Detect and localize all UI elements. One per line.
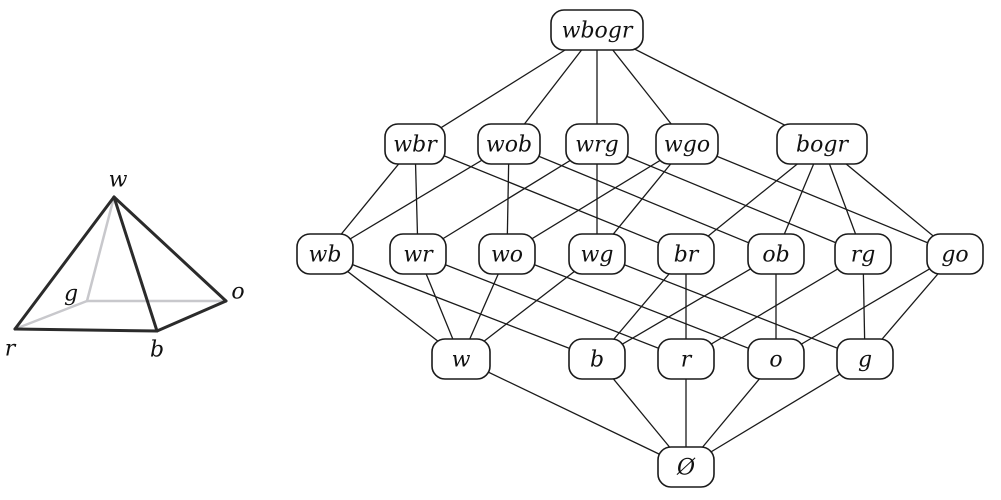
lattice-node-box	[834, 233, 892, 275]
lattice-node-wg: wg	[568, 233, 626, 275]
lattice-node-wb: wb	[296, 233, 354, 275]
lattice-edge-wr-r	[417, 253, 687, 360]
pyramid-edge-rb	[13, 327, 159, 333]
lattice-node-o: o	[747, 338, 805, 380]
lattice-node-box	[657, 338, 715, 380]
lattice-node-label: wob	[486, 133, 532, 158]
pyramid-edge-wb	[112, 195, 159, 333]
pyramid-figure: w g o r b	[5, 168, 245, 363]
lattice-node-g: g	[836, 338, 894, 380]
lattice-node-label: wg	[581, 243, 614, 268]
lattice-node-wbr: wbr	[384, 123, 446, 165]
lattice-node-br: br	[657, 233, 715, 275]
lattice-node-label: Ø	[676, 456, 696, 481]
lattice-node-r: r	[657, 338, 715, 380]
pyramid-edge-wo	[112, 195, 228, 303]
lattice-node-b: b	[568, 338, 626, 380]
lattice-edge-wgo-wo	[506, 143, 688, 255]
lattice-node-label: b	[590, 348, 604, 373]
pyramid-hidden-edge-gr	[13, 299, 89, 331]
lattice-node-label: wgo	[664, 133, 710, 158]
pyramid-vertex-label-g: g	[64, 282, 78, 307]
lattice-node-label: wb	[309, 243, 342, 268]
lattice-edge-ob-b	[596, 253, 777, 360]
pyramid-visible-edges	[13, 195, 228, 333]
lattice-node-label: bogr	[796, 133, 849, 158]
lattice-node-box	[836, 338, 894, 380]
lattice-node-wrg: wrg	[565, 123, 629, 165]
lattice-node-label: w	[452, 348, 471, 373]
lattice-edge-wb-b	[324, 253, 598, 360]
lattice-edge-rg-r	[685, 253, 864, 360]
lattice-node-box	[384, 123, 446, 165]
lattice-node-label: r	[681, 348, 693, 373]
lattice-node-label: go	[941, 243, 968, 268]
lattice-edge-wg-g	[596, 253, 866, 360]
lattice-node-wbogr: wbogr	[550, 9, 644, 51]
lattice-node-wob: wob	[477, 123, 541, 165]
lattice-node-box	[655, 123, 719, 165]
lattice-node-w: w	[431, 338, 491, 380]
lattice-node-box	[747, 338, 805, 380]
lattice-node-box	[776, 123, 868, 165]
lattice-node-box	[568, 338, 626, 380]
lattice-node-go: go	[926, 233, 984, 275]
lattice-node-label: wrg	[575, 133, 618, 158]
lattice-node-label: wbogr	[562, 19, 634, 44]
lattice-node-label: ob	[762, 243, 789, 268]
lattice-node-wgo: wgo	[655, 123, 719, 165]
lattice-edge-wrg-rg	[596, 143, 864, 255]
pyramid-edge-wr	[13, 195, 116, 331]
lattice-node-box	[550, 9, 644, 51]
lattice-node-box	[431, 338, 491, 380]
pyramid-hidden-edges	[13, 195, 228, 331]
lattice-node-ob: ob	[747, 233, 805, 275]
pyramid-vertex-label-w: w	[109, 168, 128, 193]
pyramid-vertex-label-r: r	[5, 337, 17, 362]
lattice-edge-go-o	[775, 253, 956, 360]
lattice-node-box	[389, 233, 447, 275]
lattice-node-box	[296, 233, 354, 275]
lattice-node-empty: Ø	[657, 446, 715, 488]
lattice-edge-w-empty	[460, 358, 687, 468]
lattice-node-box	[657, 446, 715, 488]
lattice-node-wo: wo	[478, 233, 536, 275]
pyramid-hidden-edge-wg	[85, 195, 116, 303]
pyramid-vertex-labels: w g o r b	[5, 168, 245, 363]
lattice-node-box	[747, 233, 805, 275]
lattice-node-wr: wr	[389, 233, 447, 275]
lattice-edge-wgo-go	[686, 143, 956, 255]
lattice-node-label: wo	[491, 243, 523, 268]
lattice-node-label: br	[674, 243, 700, 268]
lattice-node-label: o	[769, 348, 782, 373]
lattice-edge-wbr-br	[414, 143, 687, 255]
lattice-node-box	[478, 233, 536, 275]
lattice-node-box	[926, 233, 984, 275]
lattice-node-bogr: bogr	[776, 123, 868, 165]
lattice-node-rg: rg	[834, 233, 892, 275]
lattice-node-box	[477, 123, 541, 165]
lattice-node-label: wbr	[393, 133, 438, 158]
pyramid-vertex-label-o: o	[231, 280, 244, 305]
lattice-edge-g-empty	[685, 358, 866, 468]
lattice-edge-wob-wb	[324, 143, 510, 255]
lattice-node-label: g	[858, 348, 872, 373]
lattice-node-box	[565, 123, 629, 165]
lattice-edge-wrg-wr	[417, 143, 598, 255]
lattice-node-box	[568, 233, 626, 275]
lattice-node-label: rg	[851, 243, 876, 268]
lattice-node-label: wr	[403, 243, 434, 268]
pyramid-vertex-label-b: b	[150, 338, 164, 363]
pyramid-edge-bo	[155, 299, 228, 333]
lattice-node-box	[657, 233, 715, 275]
